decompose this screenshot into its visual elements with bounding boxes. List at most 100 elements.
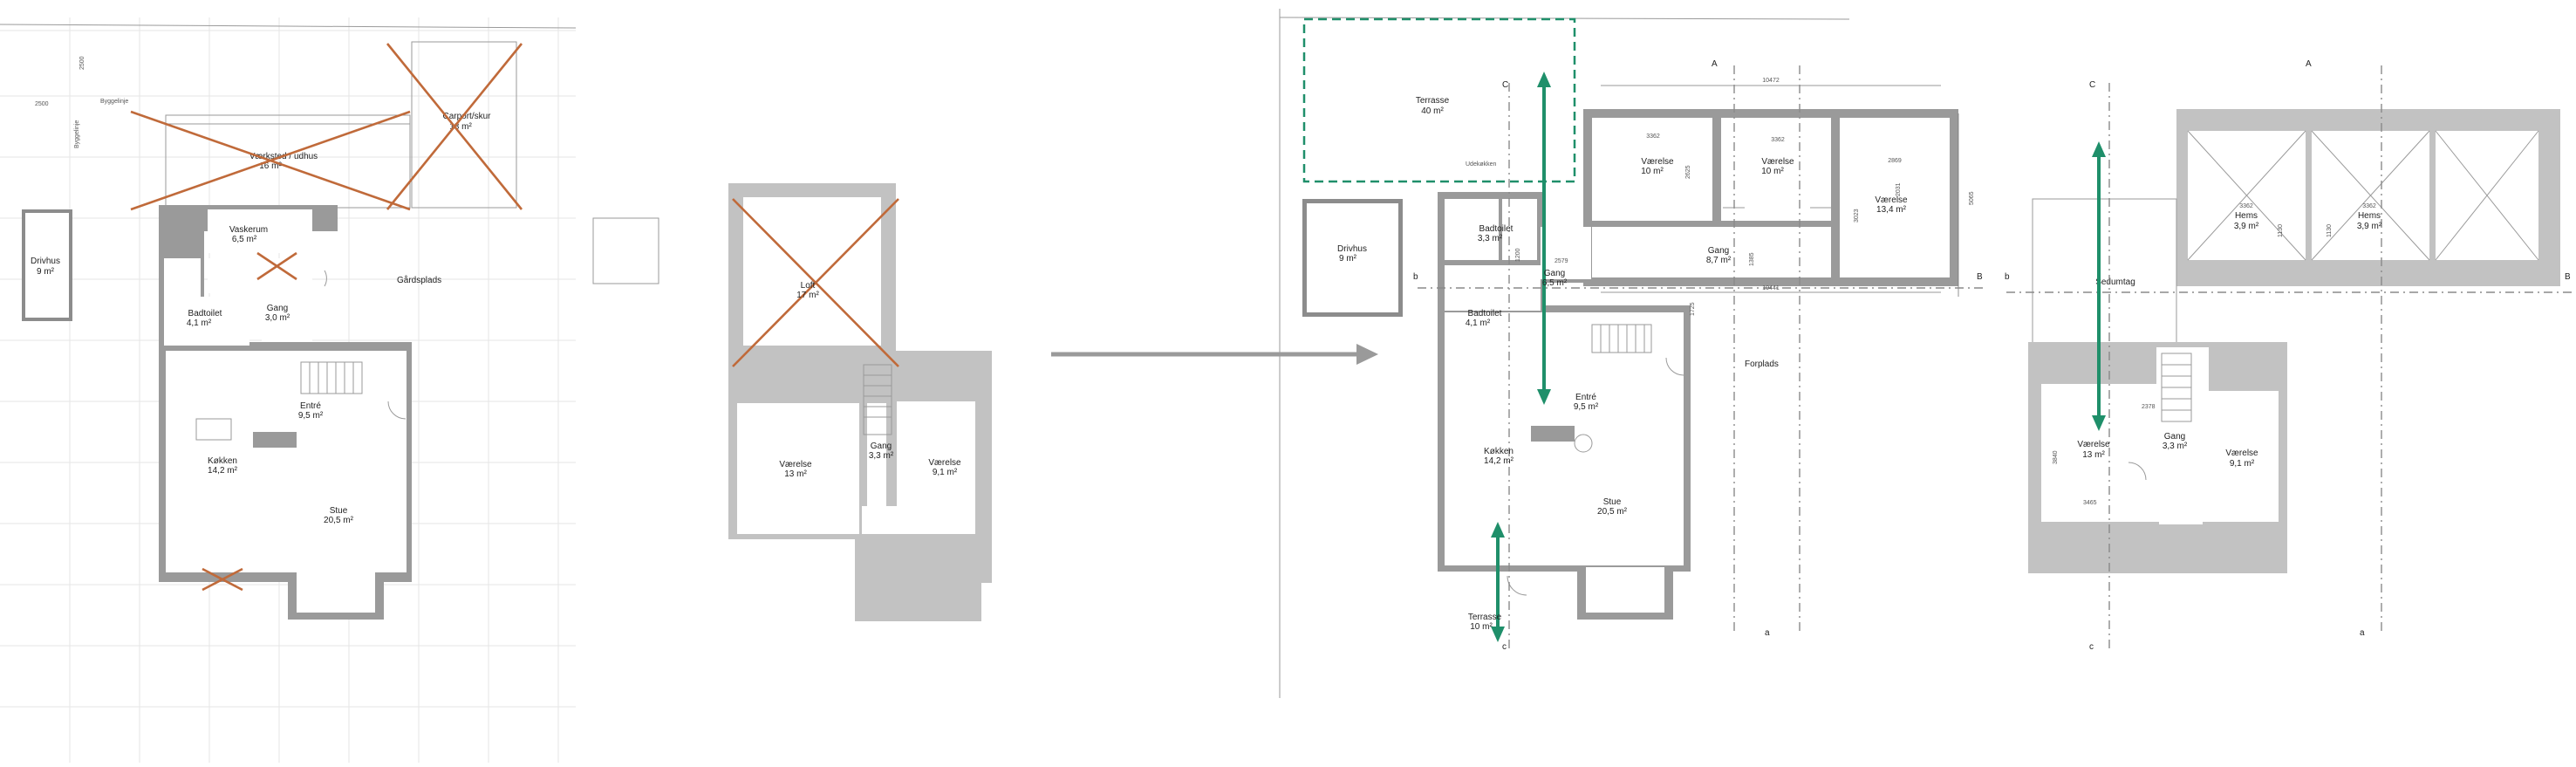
room-area: 3,9 m² [2357,222,2382,231]
plan-existing-ground: Drivhus 9 m² Værksted / udhus 16 m² Carp… [0,17,577,763]
room-area: 3,9 m² [2234,222,2259,231]
stair [2161,353,2192,422]
room-name: Værelse [1761,157,1794,167]
dimension-label: 3362 [2362,203,2376,209]
room-name: Værelse [2077,440,2110,449]
dimension-label: 2500 [79,56,85,70]
gang-room [1541,227,1591,279]
byggelinje-label: Byggelinje [74,120,80,148]
door-swing [324,270,327,287]
room [1502,199,1537,260]
dimension-label: 1200 [1515,248,1521,262]
section-marker: b [2005,272,2010,282]
vaerelse-room [1592,118,1712,221]
section-arrow [1491,522,1505,642]
room-area: 10 m² [1470,622,1493,632]
room-area: 6,5 m² [1542,278,1568,288]
section-marker: a [2360,628,2365,638]
room-area: 40 m² [1421,106,1444,116]
room-name: Drivhus [31,257,60,266]
byggelinje-label: Byggelinje [100,99,128,105]
section-marker: c [2089,642,2094,652]
room-area: 9,5 m² [298,411,324,421]
section-marker: B [2565,272,2571,282]
dimension-label: 3362 [2239,203,2253,209]
dimension-label: 3362 [1771,137,1785,143]
dimension-label: 1385 [1749,252,1755,266]
vaerelse-room [1840,118,1950,277]
vaerelse-room [1721,118,1831,221]
stair [300,361,363,394]
badtoilet-room [171,297,249,346]
room-area: 3,0 m² [265,313,290,323]
udhus-outline [165,114,411,209]
demolish-cross [386,43,523,210]
dimension-label: 3023 [1854,209,1860,223]
bay-room [297,567,375,613]
plan-new-ground: Terrasse 40 m² Udekøkken Drivhus 9 m² [1279,9,1985,698]
room-area: 4,1 m² [187,318,212,328]
room-area: 6,5 m² [232,235,257,244]
room-area: 9,1 m² [933,468,958,477]
room-area: 20,5 m² [1597,507,1628,517]
site-boundary [0,24,577,29]
room-area: 17 m² [796,291,819,300]
vaerelse-room [897,401,975,534]
transition-arrow [1051,344,1378,365]
dimension-label: 2378 [2142,404,2156,410]
room-name: Loft [801,281,816,291]
room-area: 3,3 m² [2163,442,2188,451]
room-area: 20,5 m² [324,516,354,525]
room-name: Værelse [2225,449,2258,458]
room-name: Badtoilet [1479,224,1513,234]
dimension-label: 1130 [2278,224,2284,237]
room-area: 14,2 m² [1484,456,1514,466]
room-name: Entré [300,401,321,411]
dimension-label: 1725 [1690,302,1696,316]
fixture [195,418,232,441]
room-area: 3,3 m² [1478,234,1503,243]
room-area: 13,4 m² [1876,205,1907,215]
dimension-label: 2500 [35,101,49,107]
gang-room [1592,227,1831,277]
room-area: 18 m² [449,122,472,132]
section-marker: a [1765,628,1770,638]
room-name: Værelse [1641,157,1674,167]
room-area: 13 m² [784,469,807,479]
room-name: Vaskerum [229,225,268,235]
dimension-label: 3465 [2083,500,2097,506]
dimension-label: 5065 [1969,191,1975,205]
room-area: 13 m² [2082,450,2105,460]
demolish-cross [256,251,297,281]
terrasse-outline [1302,17,1576,183]
dimension-label: 3840 [2053,450,2059,464]
room-name: Sedumtag [2095,277,2135,287]
section-marker: A [2306,59,2312,69]
dimension-label: 10472 [1762,78,1780,84]
room-name: Carport/skur [442,112,491,121]
room-name: Terrasse [1416,96,1450,106]
section-marker: C [2089,80,2095,90]
demolish-cross [130,110,411,211]
room-area: 9 m² [1339,254,1357,264]
room-area: 9 m² [37,267,55,277]
dimension-label: 2869 [1888,158,1902,164]
site-boundary [1279,17,1850,20]
room-name: Køkken [1484,447,1513,456]
plan-new-upper: Sedumtag Hems 3,9 m² Hems 3,9 m² Værelse… [2005,59,2573,652]
chimney [253,432,297,448]
room-name: Værelse [928,458,961,468]
chimney [1531,426,1575,442]
room-name: Terrasse [1468,613,1502,622]
demolish-cross [202,567,243,592]
room-area: 10 m² [1761,167,1784,176]
vaerelse-room [737,403,859,534]
dimension-label: 10441 [1762,285,1780,291]
dimension-label: 2625 [1685,165,1691,179]
room-name: Drivhus [1337,244,1367,254]
room-name: Køkken [208,456,237,466]
udekokken-label: Udekøkken [1466,161,1497,168]
room-area: 4,1 m² [1466,318,1491,328]
